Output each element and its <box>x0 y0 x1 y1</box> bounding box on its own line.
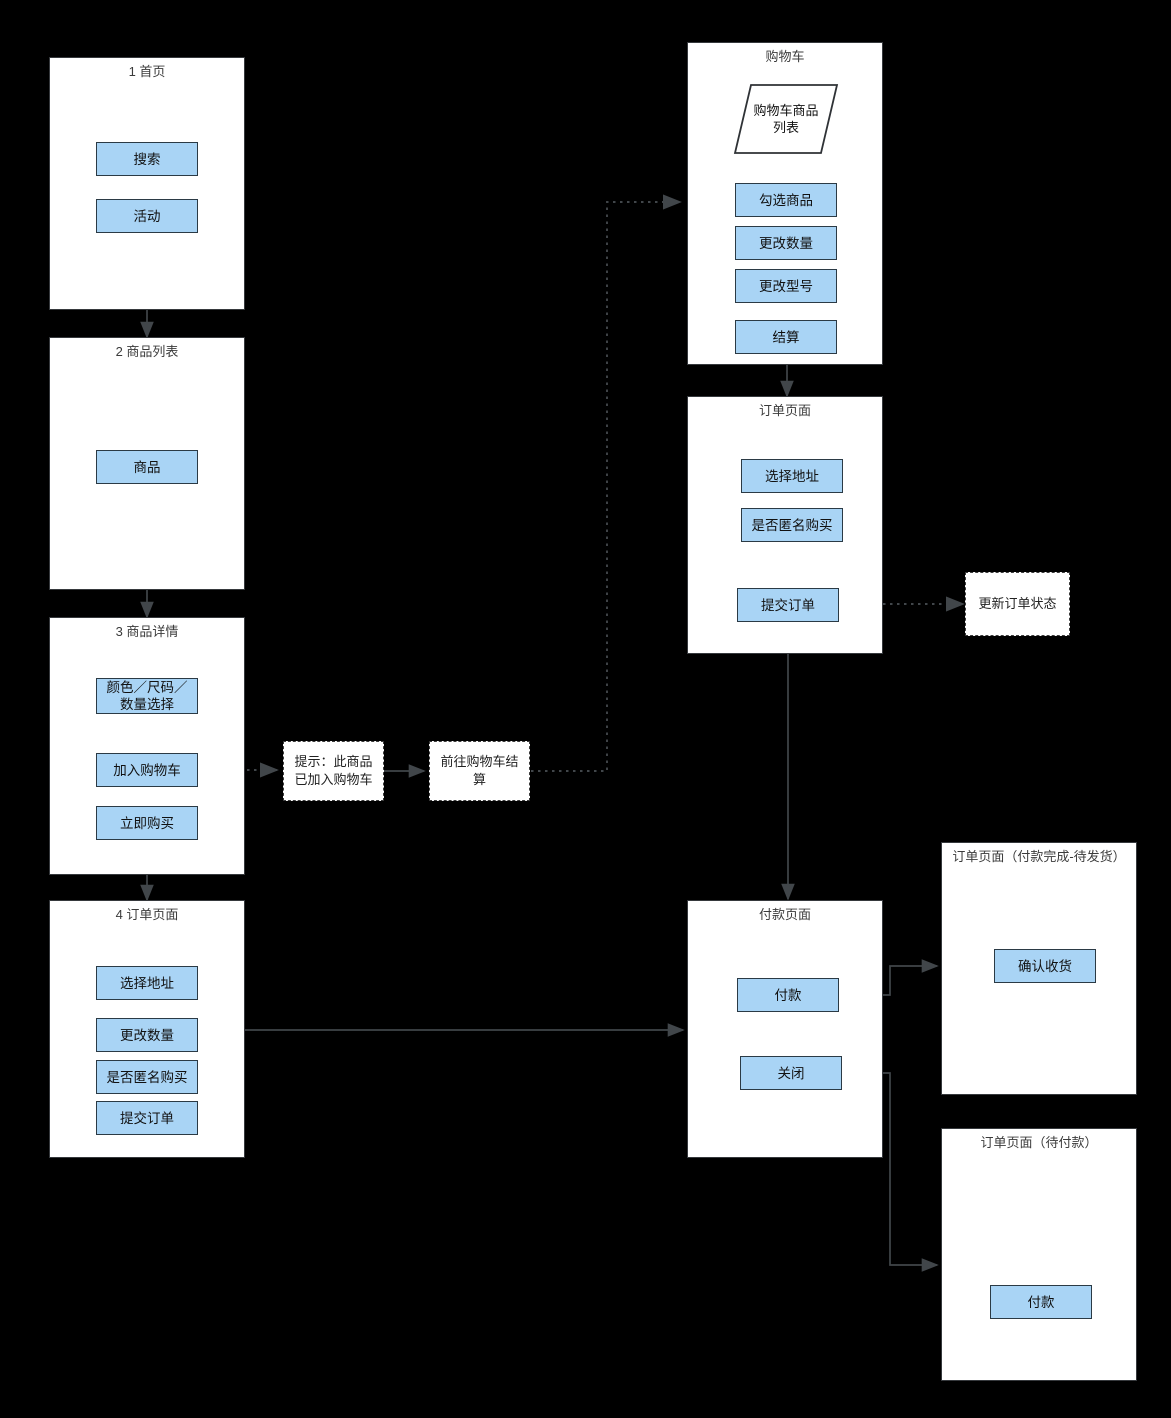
page-payment: 付款页面 <box>687 900 883 1158</box>
button-select-address-4[interactable]: 选择地址 <box>96 966 198 1000</box>
gocart-line2: 算 <box>472 772 486 787</box>
button-checkout[interactable]: 结算 <box>735 320 837 354</box>
page-payment-title: 付款页面 <box>758 907 811 922</box>
page-home: 1 首页 <box>49 57 245 310</box>
button-activity[interactable]: 活动 <box>96 199 198 233</box>
cart-list-line2: 列表 <box>772 120 799 135</box>
node-cart-item-list-label: 购物车商品 列表 <box>753 102 818 136</box>
button-color-size-quantity-line2: 数量选择 <box>120 697 174 712</box>
page-product-list-title: 2 商品列表 <box>115 344 179 359</box>
page-product-list: 2 商品列表 <box>49 337 245 590</box>
page-product-detail-title: 3 商品详情 <box>115 624 179 639</box>
button-select-address[interactable]: 选择地址 <box>741 459 843 493</box>
button-product[interactable]: 商品 <box>96 450 198 484</box>
cart-list-line1: 购物车商品 <box>753 103 819 118</box>
button-change-model[interactable]: 更改型号 <box>735 269 837 303</box>
page-order-title: 订单页面 <box>758 403 811 418</box>
toast-line1: 提示：此商品 <box>294 754 373 769</box>
button-search[interactable]: 搜索 <box>96 142 198 176</box>
note-go-to-cart-checkout: 前往购物车结 算 <box>429 741 530 801</box>
button-anonymous-purchase-4[interactable]: 是否匿名购买 <box>96 1060 198 1094</box>
button-submit-order-4[interactable]: 提交订单 <box>96 1101 198 1135</box>
button-anonymous-purchase[interactable]: 是否匿名购买 <box>741 508 843 542</box>
button-pay[interactable]: 付款 <box>737 978 839 1012</box>
note-added-to-cart-toast: 提示：此商品 已加入购物车 <box>283 741 384 801</box>
button-color-size-quantity[interactable]: 颜色／尺码／ 数量选择 <box>96 678 198 714</box>
button-confirm-receipt[interactable]: 确认收货 <box>994 949 1096 983</box>
button-close[interactable]: 关闭 <box>740 1056 842 1090</box>
button-color-size-quantity-line1: 颜色／尺码／ <box>106 680 188 695</box>
button-buy-now[interactable]: 立即购买 <box>96 806 198 840</box>
parallelogram-shape <box>733 84 839 154</box>
page-order-unpaid: 订单页面（待付款） <box>941 1128 1137 1381</box>
node-cart-item-list: 购物车商品 列表 <box>733 83 839 155</box>
button-add-to-cart[interactable]: 加入购物车 <box>96 753 198 787</box>
button-submit-order[interactable]: 提交订单 <box>737 588 839 622</box>
toast-line2: 已加入购物车 <box>294 772 373 787</box>
note-update-order-status: 更新订单状态 <box>965 572 1070 636</box>
gocart-line1: 前往购物车结 <box>440 754 519 769</box>
page-order-4-title: 4 订单页面 <box>115 907 179 922</box>
button-pay-unpaid[interactable]: 付款 <box>990 1285 1092 1319</box>
page-cart-title: 购物车 <box>765 49 805 64</box>
page-home-title: 1 首页 <box>128 64 166 79</box>
edge-gocart-to-cart <box>531 194 682 772</box>
button-change-quantity-4[interactable]: 更改数量 <box>96 1018 198 1052</box>
button-change-quantity-cart[interactable]: 更改数量 <box>735 226 837 260</box>
page-order-unpaid-title: 订单页面（待付款） <box>980 1135 1098 1150</box>
button-select-items[interactable]: 勾选商品 <box>735 183 837 217</box>
page-order-paid-title: 订单页面（付款完成-待发货） <box>952 849 1126 864</box>
